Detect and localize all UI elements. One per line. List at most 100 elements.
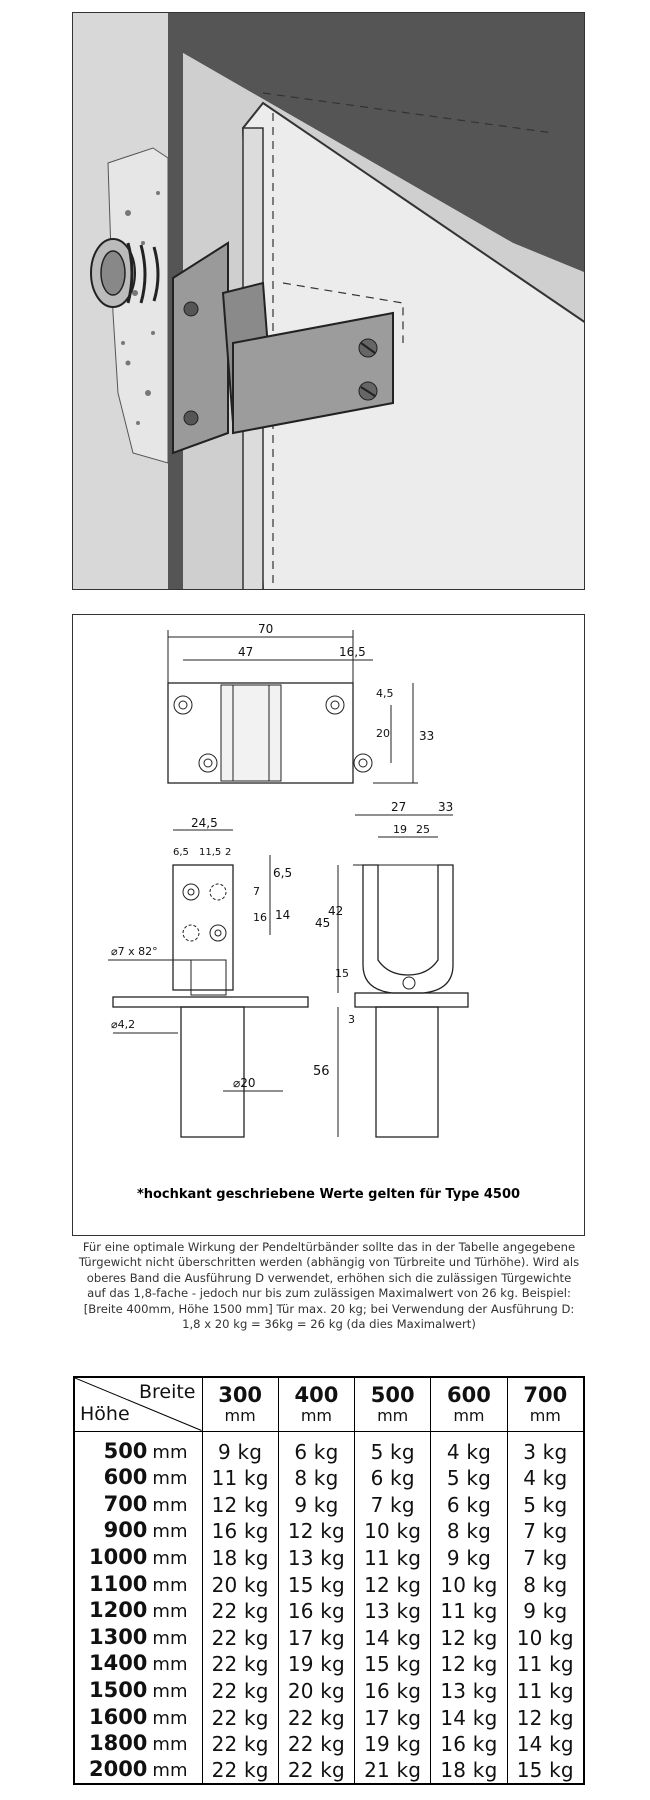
weight-value: 12 kg xyxy=(440,1652,498,1677)
weight-value: 16 kg xyxy=(364,1679,422,1704)
dim-offset: 16,5 xyxy=(339,645,366,659)
weight-cell: 22 kg xyxy=(201,1624,279,1652)
weight-cell: 7 kg xyxy=(506,1544,585,1572)
weight-cell: 10 kg xyxy=(354,1518,432,1545)
weight-value: 18 kg xyxy=(211,1546,269,1571)
weight-cell: 12 kg xyxy=(277,1518,356,1545)
column-width-unit: mm xyxy=(529,1406,561,1426)
dim-hole-span: 20 xyxy=(376,727,390,740)
hinge-illustration-drawing xyxy=(73,13,584,589)
weight-cell: 18 kg xyxy=(430,1757,508,1785)
weight-cell: 20 kg xyxy=(277,1677,356,1705)
weight-value: 11 kg xyxy=(364,1546,422,1571)
table-corner-cell: Breite Höhe xyxy=(73,1376,203,1432)
weight-cell: 5 kg xyxy=(354,1431,432,1465)
weight-cell: 14 kg xyxy=(354,1624,432,1652)
row-height-unit: mm xyxy=(152,1521,188,1543)
dim-front-45: 45 xyxy=(315,916,330,930)
weight-cell: 11 kg xyxy=(430,1597,508,1625)
weight-value: 20 kg xyxy=(287,1679,345,1704)
weight-value: 11 kg xyxy=(516,1652,574,1677)
weight-cell: 7 kg xyxy=(354,1491,432,1519)
weight-cell: 22 kg xyxy=(201,1597,279,1625)
weight-cell: 20 kg xyxy=(201,1571,279,1598)
weight-value: 13 kg xyxy=(287,1546,345,1571)
weight-cell: 11 kg xyxy=(201,1465,279,1492)
dim-side-a: 6,5 xyxy=(173,847,189,858)
weight-cell: 12 kg xyxy=(354,1571,432,1598)
weight-value: 13 kg xyxy=(440,1679,498,1704)
weight-cell: 12 kg xyxy=(430,1651,508,1678)
row-height-value: 1400 xyxy=(88,1651,148,1676)
column-width-unit: mm xyxy=(377,1406,409,1426)
weight-value: 6 kg xyxy=(294,1440,339,1465)
weight-value: 14 kg xyxy=(516,1732,574,1757)
weight-cell: 16 kg xyxy=(277,1597,356,1625)
row-height-unit: mm xyxy=(152,1760,188,1782)
weight-value: 19 kg xyxy=(287,1652,345,1677)
row-height-value: 1300 xyxy=(88,1624,148,1649)
weight-cell: 12 kg xyxy=(506,1704,585,1731)
weight-value: 12 kg xyxy=(440,1625,498,1650)
weight-cell: 15 kg xyxy=(354,1651,432,1678)
weight-value: 10 kg xyxy=(516,1625,574,1650)
weight-cell: 17 kg xyxy=(354,1704,432,1731)
weight-value: 15 kg xyxy=(287,1572,345,1597)
weight-cell: 10 kg xyxy=(430,1571,508,1598)
weight-value: 9 kg xyxy=(294,1492,339,1517)
dim-front-25: 25 xyxy=(416,823,430,836)
row-height-value: 500 xyxy=(103,1439,148,1464)
weight-cell: 19 kg xyxy=(354,1730,432,1758)
row-height-unit: mm xyxy=(152,1468,188,1490)
weight-cell: 22 kg xyxy=(277,1730,356,1758)
weight-cell: 9 kg xyxy=(277,1491,356,1519)
weight-value: 3 kg xyxy=(523,1440,568,1465)
weight-cell: 8 kg xyxy=(506,1571,585,1598)
weight-value: 6 kg xyxy=(370,1466,415,1491)
dim-plate: ⌀4,2 xyxy=(111,1018,135,1031)
weight-value: 22 kg xyxy=(211,1652,269,1677)
dim-front-33: 33 xyxy=(438,800,453,814)
description-text: Für eine optimale Wirkung der Pendeltürb… xyxy=(78,1240,580,1332)
weight-value: 12 kg xyxy=(364,1572,422,1597)
weight-cell: 19 kg xyxy=(277,1651,356,1678)
weight-cell: 22 kg xyxy=(201,1757,279,1785)
weight-cell: 15 kg xyxy=(506,1757,585,1785)
dim-side-c: 2 xyxy=(225,847,231,858)
row-height-value: 900 xyxy=(103,1518,148,1543)
weight-cell: 16 kg xyxy=(201,1518,279,1545)
weight-value: 6 kg xyxy=(446,1492,492,1517)
weight-value: 10 kg xyxy=(364,1519,422,1544)
weight-cell: 22 kg xyxy=(201,1730,279,1758)
dim-side-16: 16 xyxy=(253,911,267,924)
weight-value: 22 kg xyxy=(211,1705,269,1730)
weight-cell: 13 kg xyxy=(354,1597,432,1625)
weight-value: 21 kg xyxy=(364,1758,422,1783)
weight-cell: 6 kg xyxy=(277,1431,356,1465)
hinge-illustration xyxy=(72,12,585,590)
row-height-unit: mm xyxy=(152,1654,188,1676)
weight-cell: 6 kg xyxy=(430,1491,508,1519)
row-height-value: 2000 xyxy=(88,1757,148,1782)
weight-value: 22 kg xyxy=(211,1679,269,1704)
weight-cell: 22 kg xyxy=(277,1757,356,1785)
row-height-value: 700 xyxy=(103,1491,148,1516)
weight-cell: 17 kg xyxy=(277,1624,356,1652)
weight-value: 22 kg xyxy=(287,1732,345,1757)
weight-value: 11 kg xyxy=(516,1679,574,1704)
